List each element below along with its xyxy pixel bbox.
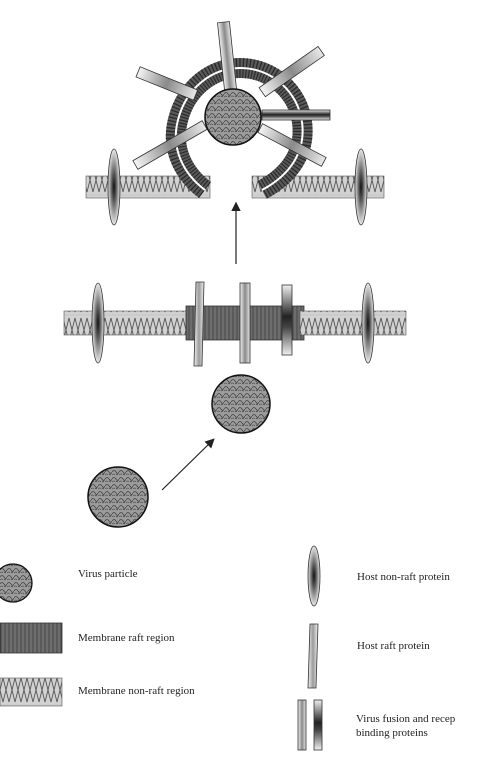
legend-nonraft-icon — [0, 678, 62, 706]
virus-fusion-protein — [240, 283, 250, 363]
virus-particle-near — [212, 375, 270, 433]
legend-raft-region-label: Membrane raft region — [78, 632, 175, 645]
legend-host-raft-icon — [308, 624, 318, 688]
host-nonraft-protein — [92, 283, 104, 363]
legend-host-nonraft-protein-label: Host non-raft protein — [357, 571, 450, 584]
nonraft-region-right — [300, 311, 406, 335]
host-nonraft-protein — [355, 149, 367, 225]
legend-host-raft-protein-label: Host raft protein — [357, 640, 430, 653]
legend-virus-fusion-icon — [298, 700, 306, 750]
legend-virus-particle-label: Virus particle — [78, 568, 138, 581]
host-nonraft-protein — [362, 283, 374, 363]
legend-virus-fusion-label-line1: Virus fusion and recep — [356, 713, 455, 726]
budding-stage — [86, 22, 384, 225]
virus-receptor-binding-protein — [282, 285, 292, 355]
host-nonraft-protein — [108, 149, 120, 225]
budding-virus-particle — [205, 89, 261, 145]
host-raft-protein — [194, 282, 204, 366]
legend-symbols — [0, 546, 322, 750]
legend-host-nonraft-icon — [308, 546, 320, 606]
virus-particle-far — [88, 467, 148, 527]
legend-raft-icon — [0, 623, 62, 653]
legend-virus-icon — [0, 564, 32, 602]
legend-nonraft-region-label: Membrane non-raft region — [78, 685, 195, 698]
nonraft-region-left — [64, 311, 190, 335]
legend-virus-fusion-label-line2: binding proteins — [356, 727, 428, 740]
arrow-diagonal — [162, 440, 213, 490]
legend-receptor-binding-icon — [314, 700, 322, 750]
raft-membrane-stage — [64, 282, 406, 366]
